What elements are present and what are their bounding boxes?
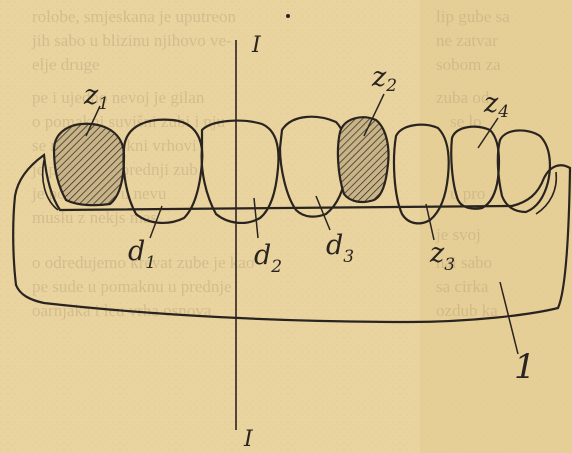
bleed-line: muslu z nekjs mas (32, 208, 157, 227)
axis-label-top: I (251, 33, 262, 58)
bleed-line: zuba od (436, 88, 490, 107)
bleed-line: elje druge (32, 55, 100, 74)
bleed-line: lip gube sa (436, 7, 510, 26)
bleed-line: ne zatvar (436, 31, 498, 50)
bleed-line: pe sude u pomaknu u prednje (32, 277, 232, 296)
tooth-z2 (338, 117, 389, 202)
bleed-line: sa cirka (436, 277, 489, 296)
bleed-line: pe i ujedno nevoj je gilan (32, 88, 205, 107)
ink-dot (286, 14, 290, 18)
axis-label-bottom: I (243, 427, 254, 452)
label-base: 1 (514, 347, 536, 387)
bleed-line: o pomakni suvišni zubi i nju (32, 112, 226, 131)
bleed-line: sobom za (436, 55, 501, 74)
bleed-line: jih sabo u blizinu njihovo ve- (31, 31, 232, 50)
tooth-z1 (54, 124, 124, 205)
bleed-line: rolobe, smjeskana je uputreon (32, 7, 236, 26)
bleed-line: ozdub ka (436, 301, 498, 320)
